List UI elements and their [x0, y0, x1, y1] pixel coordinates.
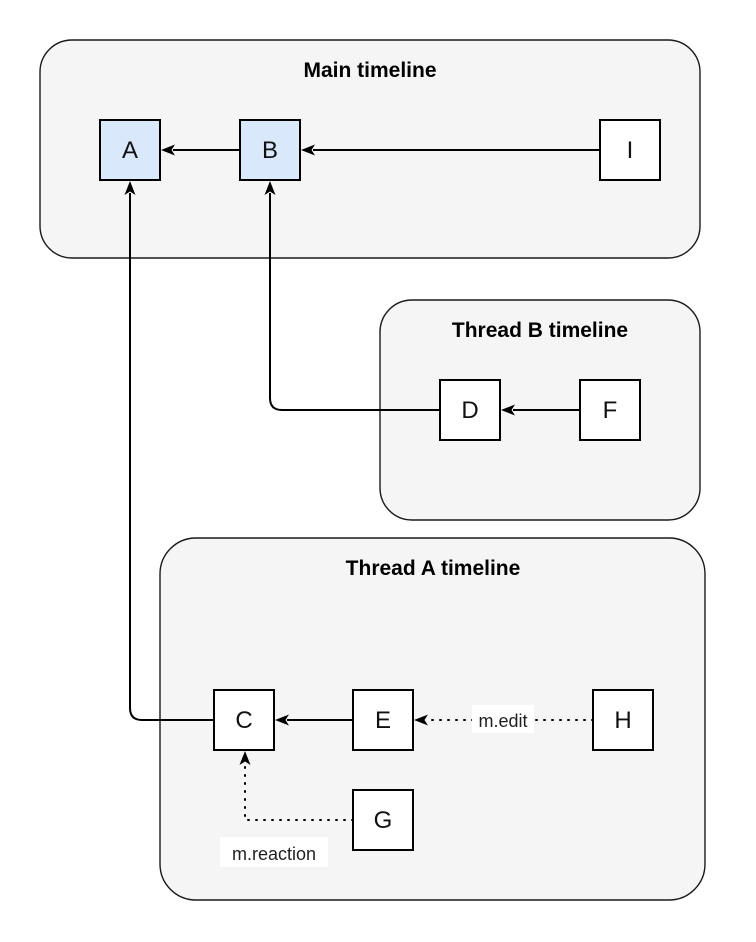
arrowhead-c-to-a [124, 181, 136, 195]
edge-d-to-b [264, 181, 440, 411]
node-f: F [579, 379, 641, 441]
node-b: B [239, 119, 301, 181]
arrowhead-b-to-a [161, 144, 175, 156]
node-d-label: D [461, 397, 478, 424]
node-c-label: C [235, 707, 252, 734]
edge-label-m-reaction: m.reaction [232, 844, 316, 864]
node-a-label: A [122, 137, 138, 164]
thread-a-timeline-title: Thread A timeline [346, 557, 521, 580]
edge-e-to-c [275, 714, 353, 726]
arrowhead-d-to-b [264, 181, 276, 195]
edge-label-m-edit: m.edit [478, 711, 527, 731]
node-f-label: F [603, 397, 618, 424]
arrowhead-g-to-c [239, 751, 251, 765]
edge-label-bg-m-reaction [220, 837, 328, 867]
arrowhead-e-to-c [275, 714, 289, 726]
node-g-label: G [374, 807, 393, 834]
edge-c-to-a [124, 181, 214, 721]
arrowhead-h-to-e [414, 714, 428, 726]
arrowhead-f-to-d [501, 404, 515, 416]
main-timeline-title: Main timeline [303, 59, 436, 82]
edge-h-to-e: m.edit [414, 705, 594, 733]
node-d: D [439, 379, 501, 441]
edge-i-to-b [301, 144, 600, 156]
node-g: G [352, 789, 414, 851]
node-h-label: H [614, 707, 631, 734]
arrowhead-i-to-b [301, 144, 315, 156]
node-h: H [592, 689, 654, 751]
edge-g-to-c: m.reaction [220, 751, 354, 867]
edge-f-to-d [501, 404, 580, 416]
node-a: A [99, 119, 161, 181]
node-b-label: B [262, 137, 278, 164]
edge-label-bg-m-edit [472, 705, 534, 733]
node-e-label: E [375, 707, 391, 734]
node-c: C [213, 689, 275, 751]
node-i-label: I [627, 137, 634, 164]
thread-b-timeline-title: Thread B timeline [452, 319, 628, 342]
node-i: I [599, 119, 661, 181]
node-e: E [352, 689, 414, 751]
edge-b-to-a [161, 144, 240, 156]
